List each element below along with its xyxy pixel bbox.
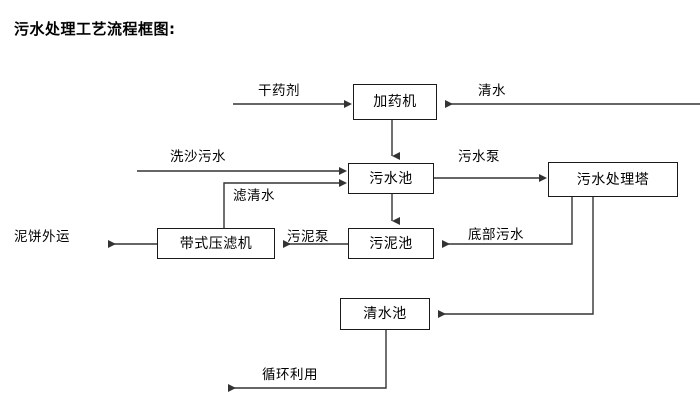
terminal-sand-wash-sewage: 洗沙污水 bbox=[170, 149, 226, 165]
node-dosing-machine[interactable]: 加药机 bbox=[353, 84, 437, 120]
edge-label-sludge-pump: 污泥泵 bbox=[287, 229, 329, 245]
page-title: 污水处理工艺流程框图: bbox=[14, 20, 176, 38]
node-sludge-pool[interactable]: 污泥池 bbox=[348, 228, 434, 259]
edge-tower-to-clearpool bbox=[438, 197, 594, 318]
node-sewage-pool-label: 污水池 bbox=[369, 170, 413, 187]
edge-label-sewage-pump: 污水泵 bbox=[458, 149, 500, 165]
node-clear-water-pool-label: 清水池 bbox=[363, 306, 407, 322]
node-belt-filter-press[interactable]: 带式压滤机 bbox=[157, 228, 275, 259]
node-treatment-tower[interactable]: 污水处理塔 bbox=[548, 162, 678, 197]
node-treatment-tower-label: 污水处理塔 bbox=[576, 171, 650, 188]
terminal-mud-cake-transport: 泥饼外运 bbox=[14, 229, 70, 245]
node-dosing-machine-label: 加药机 bbox=[373, 94, 417, 110]
node-sludge-pool-label: 污泥池 bbox=[369, 235, 413, 252]
node-sewage-pool[interactable]: 污水池 bbox=[348, 163, 434, 194]
edge-filtered-water-to-sewage bbox=[223, 179, 347, 228]
node-clear-water-pool[interactable]: 清水池 bbox=[340, 298, 430, 330]
edge-label-recycle-use: 循环利用 bbox=[262, 367, 318, 383]
node-belt-filter-press-label: 带式压滤机 bbox=[179, 235, 253, 252]
edge-clearpool-recycle bbox=[228, 330, 387, 392]
edge-label-bottom-sewage: 底部污水 bbox=[468, 227, 524, 243]
terminal-dry-agent: 干药剂 bbox=[258, 83, 300, 99]
edge-label-filtered-water: 滤清水 bbox=[233, 188, 275, 204]
terminal-clean-water: 清水 bbox=[478, 83, 506, 99]
edge-bottom-sewage-to-sludge bbox=[442, 197, 573, 248]
